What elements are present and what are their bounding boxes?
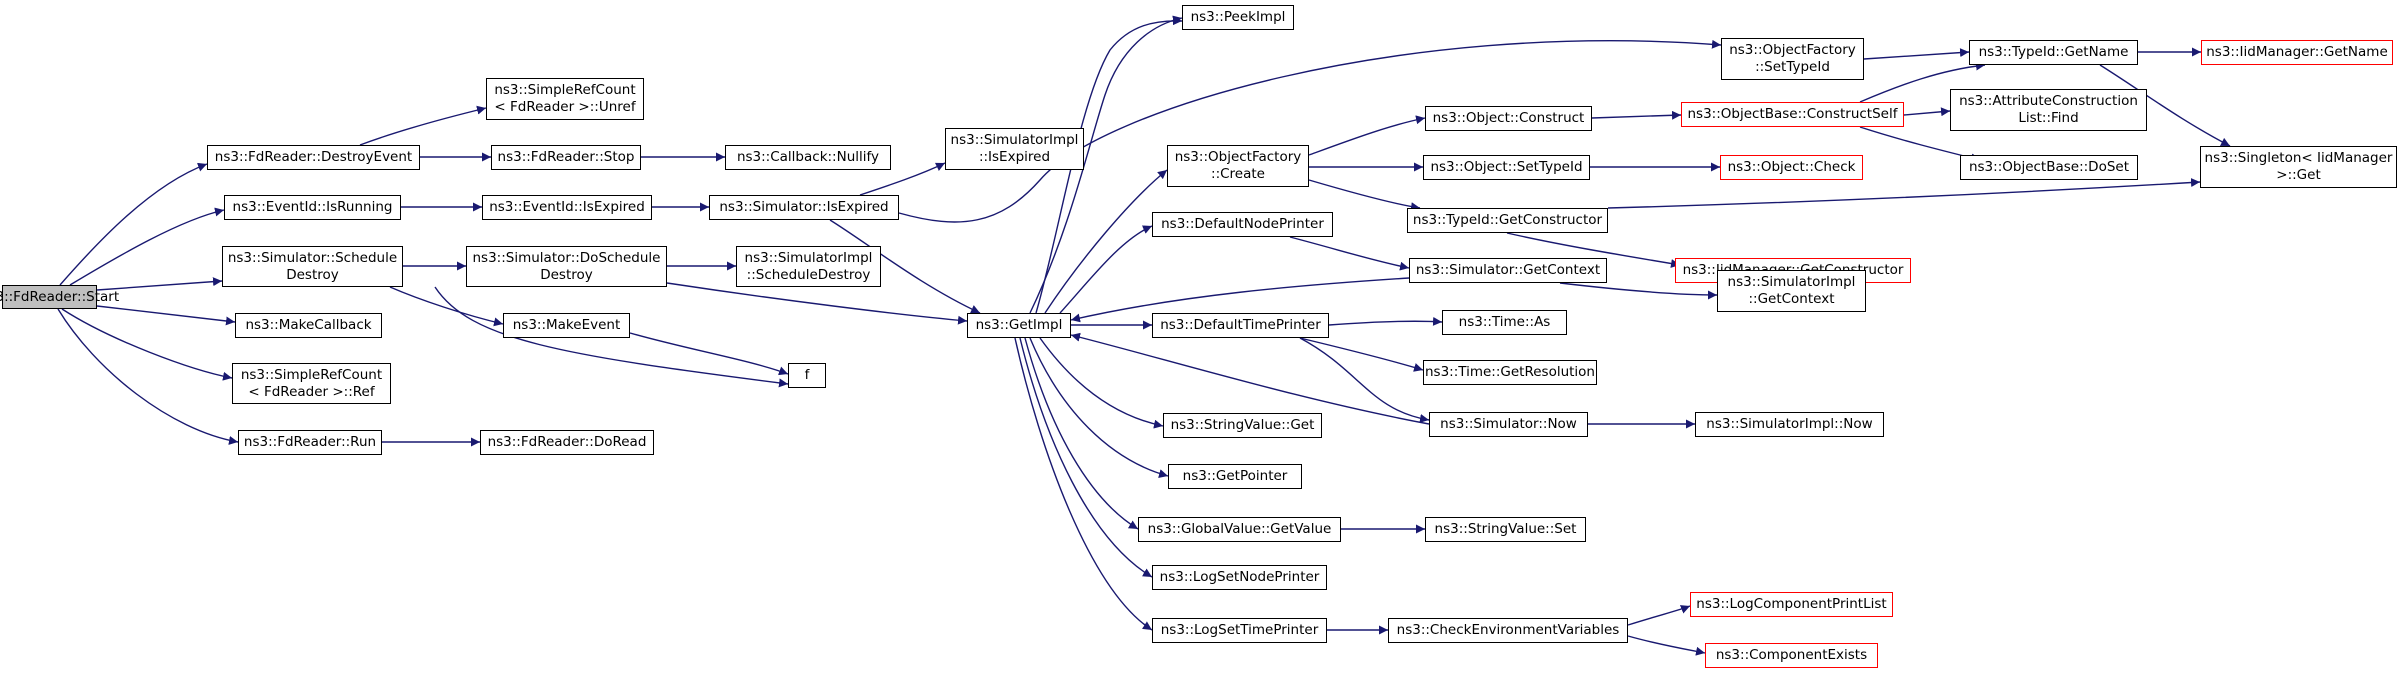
node-objectfactory-settypeid[interactable]: ns3::ObjectFactory ::SetTypeId <box>1721 38 1864 80</box>
node-eventid-isrunning[interactable]: ns3::EventId::IsRunning <box>224 195 401 220</box>
call-edge <box>61 308 233 381</box>
node-stringvalue-set[interactable]: ns3::StringValue::Set <box>1425 517 1586 542</box>
call-edge <box>1859 61 1986 103</box>
call-edge <box>359 105 487 146</box>
node-object-settypeid[interactable]: ns3::Object::SetTypeId <box>1423 155 1590 180</box>
call-edge <box>69 207 225 286</box>
call-edge <box>389 286 504 327</box>
node-logcomponentprintlist[interactable]: ns3::LogComponentPrintList <box>1690 592 1893 617</box>
call-edge <box>1299 337 1424 372</box>
node-fdreader-stop[interactable]: ns3::FdReader::Stop <box>491 145 641 170</box>
call-edge <box>96 277 223 291</box>
call-edge <box>1289 236 1410 271</box>
node-simulator-getcontext[interactable]: ns3::Simulator::GetContext <box>1409 258 1607 283</box>
call-edge <box>1308 115 1426 156</box>
node-fdreader-doread[interactable]: ns3::FdReader::DoRead <box>480 430 654 455</box>
node-simplerefcount-unref[interactable]: ns3::SimpleRefCount < FdReader >::Unref <box>486 78 644 120</box>
call-edge <box>96 305 236 326</box>
node-iidmanager-getname[interactable]: ns3::IidManager::GetName <box>2201 40 2393 65</box>
node-simulatorimpl-getcontext[interactable]: ns3::SimulatorImpl ::GetContext <box>1717 270 1866 312</box>
node-componentexists[interactable]: ns3::ComponentExists <box>1705 643 1878 668</box>
node-time-as[interactable]: ns3::Time::As <box>1442 310 1567 335</box>
node-object-check[interactable]: ns3::Object::Check <box>1720 155 1863 180</box>
node-eventid-isexpired[interactable]: ns3::EventId::IsExpired <box>482 195 652 220</box>
node-objectbase-doset[interactable]: ns3::ObjectBase::DoSet <box>1960 155 2138 180</box>
node-attributeconstructionlist-find[interactable]: ns3::AttributeConstruction List::Find <box>1950 89 2147 131</box>
node-logsetnodeprinter[interactable]: ns3::LogSetNodePrinter <box>1152 565 1327 590</box>
call-edge <box>629 332 789 376</box>
call-edge <box>1070 332 1430 425</box>
call-edge <box>1627 635 1706 656</box>
call-edge <box>1029 337 1169 478</box>
call-edge <box>1299 337 1430 423</box>
call-edge <box>829 219 981 314</box>
node-typeid-getconstructor[interactable]: ns3::TypeId::GetConstructor <box>1407 208 1608 233</box>
node-stringvalue-get[interactable]: ns3::StringValue::Get <box>1163 413 1322 438</box>
call-edge <box>1029 15 1183 314</box>
call-edge <box>1627 605 1691 626</box>
call-edge <box>57 308 239 445</box>
node-simulatorimpl-scheduledestroy[interactable]: ns3::SimulatorImpl ::ScheduleDestroy <box>736 246 881 287</box>
call-edge <box>1863 48 1970 60</box>
node-simplerefcount-ref[interactable]: ns3::SimpleRefCount < FdReader >::Ref <box>232 363 391 404</box>
node-fdreader-run[interactable]: ns3::FdReader::Run <box>238 430 382 455</box>
call-edge <box>59 162 208 286</box>
call-edge <box>1559 282 1718 300</box>
node-simulator-now[interactable]: ns3::Simulator::Now <box>1429 412 1588 437</box>
call-edge <box>1070 277 1410 323</box>
node-simulatorimpl-now[interactable]: ns3::SimulatorImpl::Now <box>1695 412 1884 437</box>
node-typeid-getname[interactable]: ns3::TypeId::GetName <box>1969 40 2138 65</box>
node-simulator-isexpired[interactable]: ns3::Simulator::IsExpired <box>709 195 899 220</box>
node-callback-nullify[interactable]: ns3::Callback::Nullify <box>725 145 891 170</box>
call-edge <box>1035 16 1183 314</box>
node-defaultnodeprinter[interactable]: ns3::DefaultNodePrinter <box>1152 212 1333 237</box>
node-makecallback[interactable]: ns3::MakeCallback <box>235 313 382 338</box>
node-getimpl[interactable]: ns3::GetImpl <box>967 313 1071 338</box>
call-edge <box>1607 178 2201 209</box>
node-peekimpl[interactable]: ns3::PeekImpl <box>1182 5 1294 30</box>
call-edge <box>1308 179 1421 212</box>
call-edge <box>1328 316 1443 326</box>
node-globalvalue-getvalue[interactable]: ns3::GlobalValue::GetValue <box>1138 517 1341 542</box>
call-edge <box>1506 232 1681 268</box>
node-time-getresolution[interactable]: ns3::Time::GetResolution <box>1423 360 1597 385</box>
node-fdreader-destroyevent[interactable]: ns3::FdReader::DestroyEvent <box>207 145 420 170</box>
call-edge <box>1059 225 1153 314</box>
node-simulatorimpl-isexpired[interactable]: ns3::SimulatorImpl ::IsExpired <box>945 128 1084 170</box>
call-edge <box>898 39 1722 223</box>
node-object-construct[interactable]: ns3::Object::Construct <box>1425 106 1592 131</box>
node-fdreader-start[interactable]: ns3::FdReader::Start <box>0 285 119 309</box>
node-makeevent[interactable]: ns3::MakeEvent <box>503 313 630 338</box>
node-objectfactory-create[interactable]: ns3::ObjectFactory ::Create <box>1167 145 1309 187</box>
call-edge <box>434 286 789 388</box>
call-edge <box>1591 110 1682 120</box>
call-edge <box>1014 337 1153 631</box>
node-checkenvironmentvariables[interactable]: ns3::CheckEnvironmentVariables <box>1388 618 1628 643</box>
call-edge <box>1019 337 1153 578</box>
node-singleton-iidmanager-get[interactable]: ns3::Singleton< IidManager >::Get <box>2200 146 2397 188</box>
call-edge <box>1903 107 1951 117</box>
call-edge <box>666 282 968 325</box>
call-edge <box>1024 337 1139 530</box>
node-defaulttimeprinter[interactable]: ns3::DefaultTimePrinter <box>1152 313 1329 338</box>
call-edge <box>2099 64 2231 147</box>
node-logsettimeprinter[interactable]: ns3::LogSetTimePrinter <box>1152 618 1327 643</box>
call-edge <box>1039 337 1164 429</box>
node-getpointer[interactable]: ns3::GetPointer <box>1168 464 1302 489</box>
call-edge <box>859 162 946 196</box>
node-f[interactable]: f <box>788 363 826 388</box>
node-objectbase-constructself[interactable]: ns3::ObjectBase::ConstructSelf <box>1681 102 1904 127</box>
node-simulator-doscheduledestroy[interactable]: ns3::Simulator::DoSchedule Destroy <box>466 246 667 287</box>
node-simulator-scheduledestroy[interactable]: ns3::Simulator::Schedule Destroy <box>222 246 403 287</box>
call-edge <box>1044 169 1168 314</box>
